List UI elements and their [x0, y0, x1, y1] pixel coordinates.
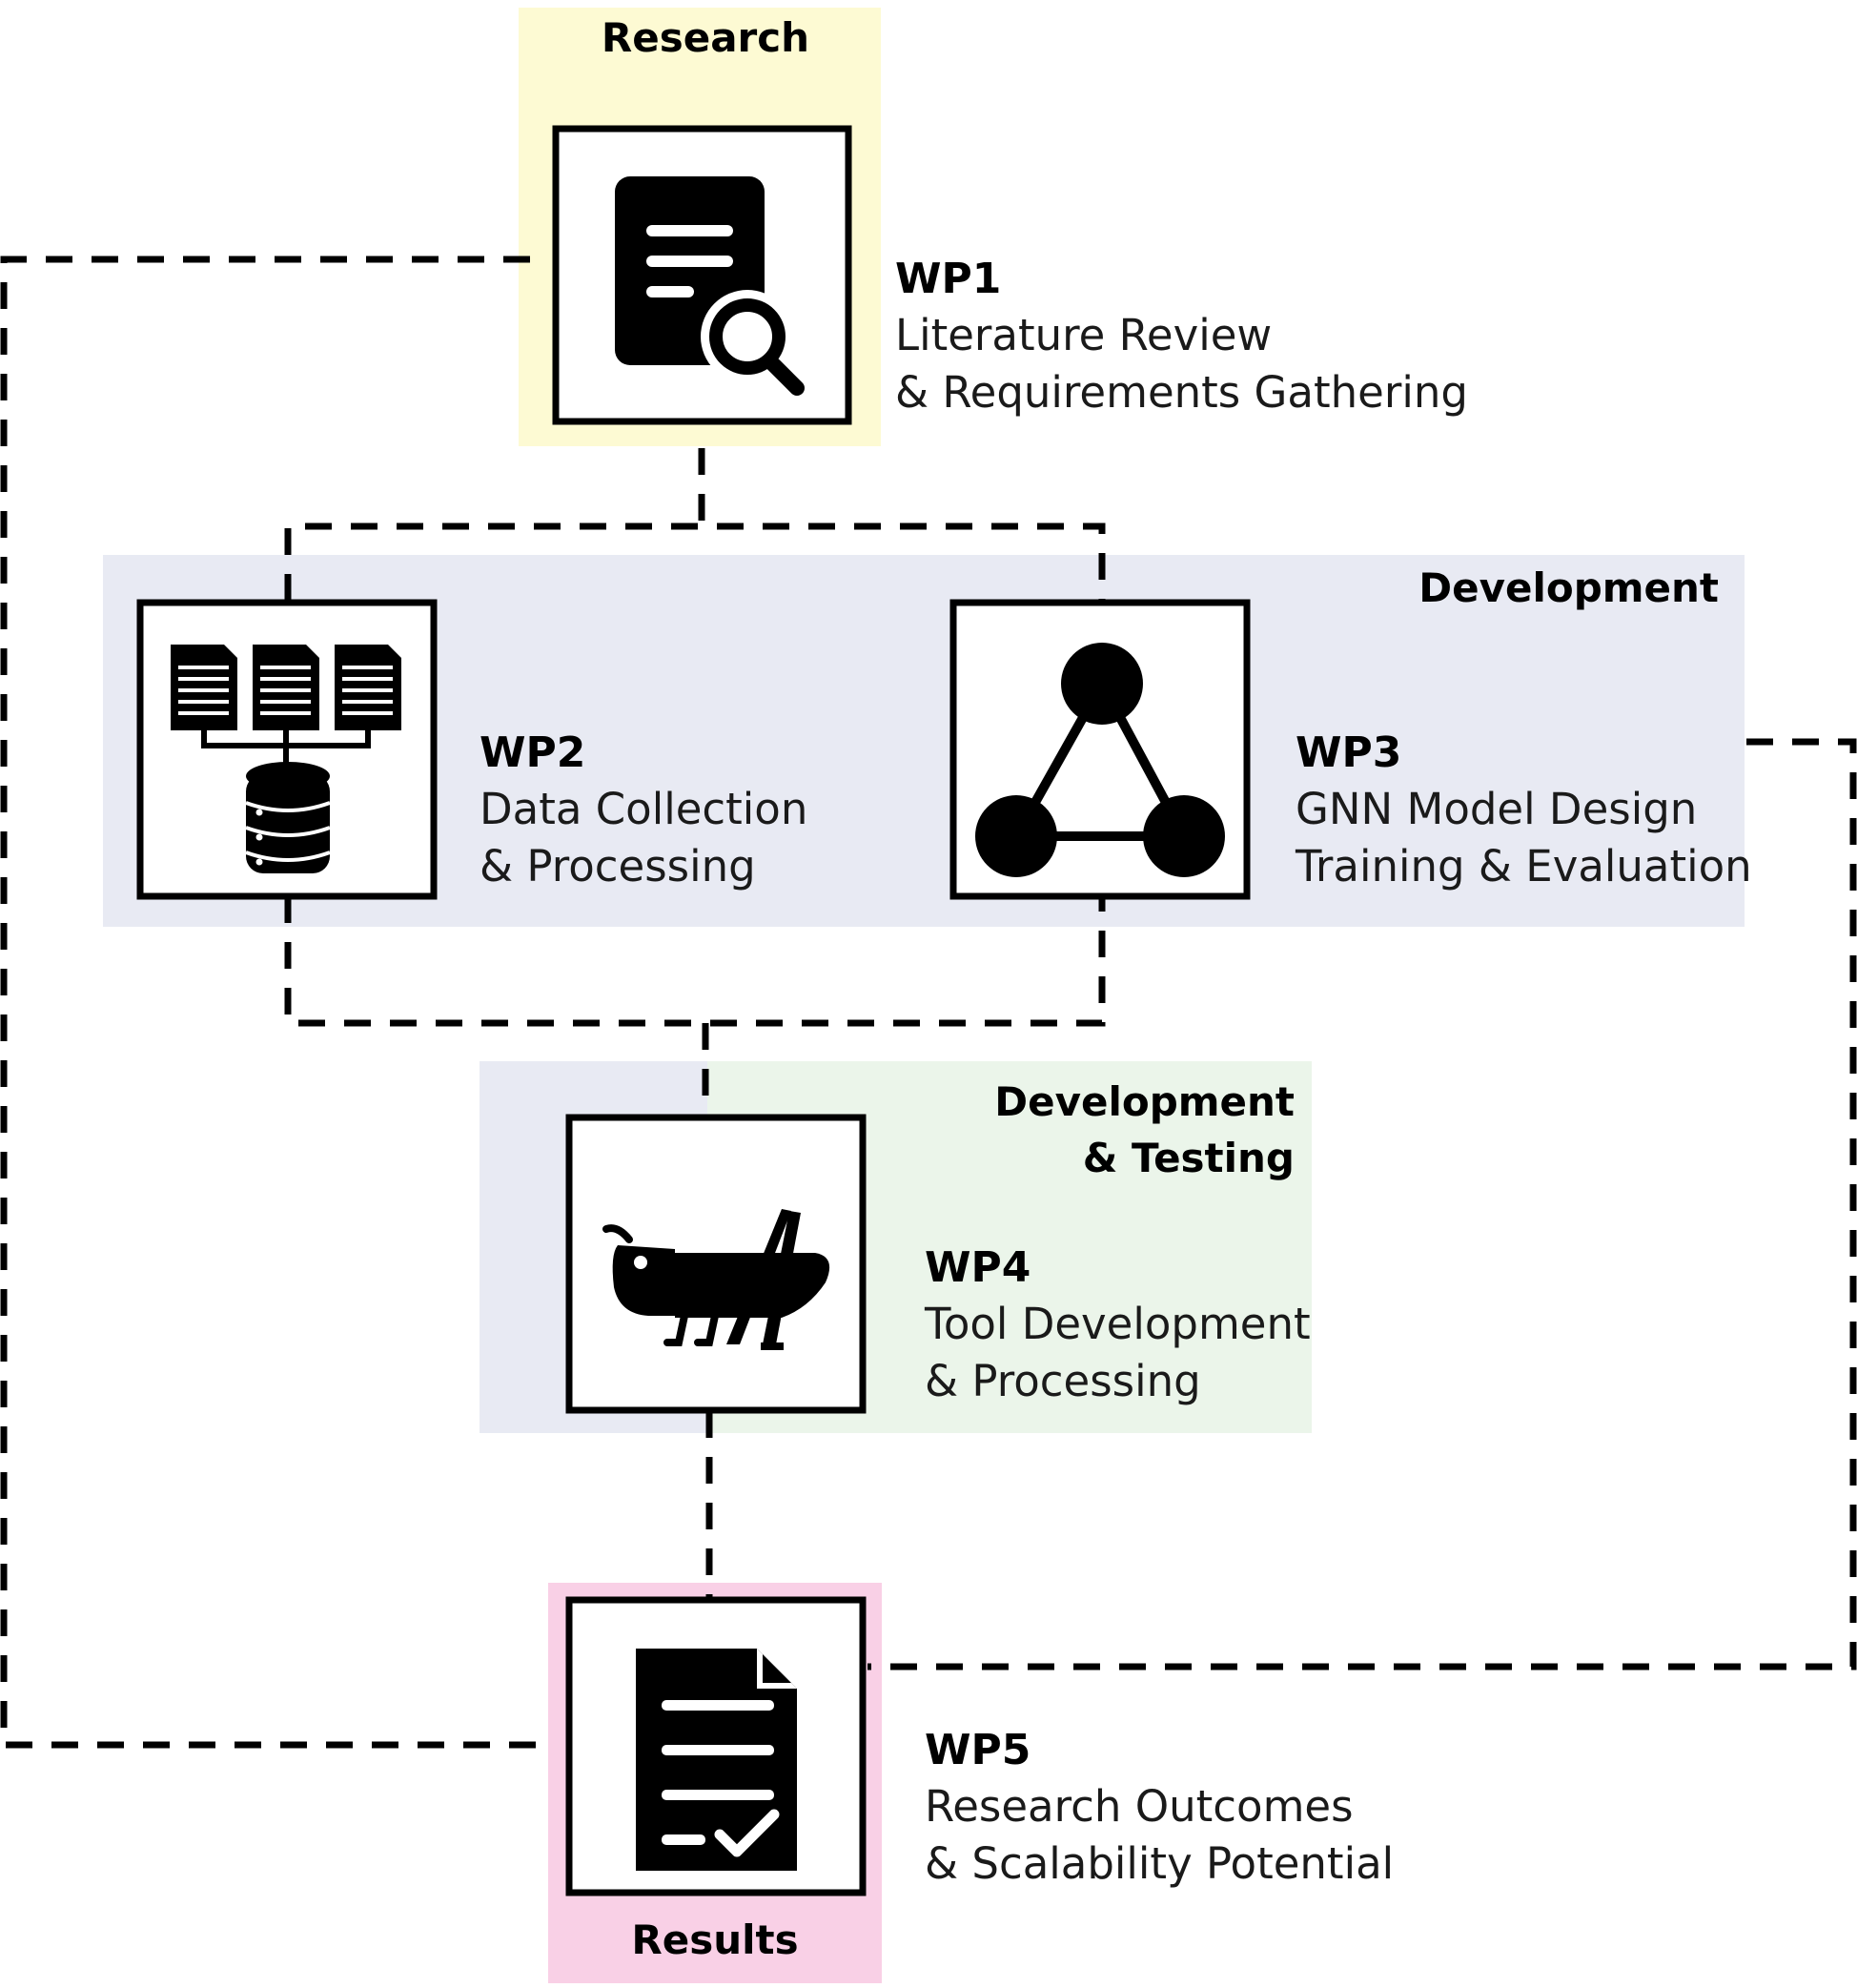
wp3-description-line2: Training & Evaluation: [1295, 841, 1752, 892]
wp5-description-line2: & Scalability Potential: [925, 1838, 1394, 1889]
wp3-description-line1: GNN Model Design: [1296, 784, 1697, 834]
wp5-id: WP5: [925, 1726, 1031, 1774]
wp1-node: WP1 Literature Review & Requirements Gat…: [552, 125, 1468, 425]
wp2-description-line1: Data Collection: [480, 784, 807, 834]
wp1-id: WP1: [895, 255, 1001, 303]
wp4-description-line2: & Processing: [925, 1356, 1201, 1406]
wp4-description-line1: Tool Development: [924, 1299, 1311, 1349]
wp3-id: WP3: [1296, 728, 1401, 777]
connector-wp1-wp5-left-loop: [0, 256, 541, 1749]
wp3-node: WP3 GNN Model Design Training & Evaluati…: [949, 599, 1752, 900]
dev-testing-phase-title-line1: Development: [994, 1078, 1295, 1125]
wp5-description-line1: Research Outcomes: [925, 1781, 1354, 1832]
grasshopper-icon: [602, 1209, 830, 1350]
document-search-icon: [615, 176, 805, 396]
connector-wp3-wp5-right-loop: [867, 738, 1857, 1670]
wp2-node: WP2 Data Collection & Processing: [136, 599, 807, 900]
wp1-description-line2: & Requirements Gathering: [895, 367, 1468, 418]
wp4-node: WP4 Tool Development & Processing: [565, 1114, 1311, 1414]
development-phase-title: Development: [1418, 564, 1719, 611]
connector-split-development: [284, 523, 1106, 601]
wp4-id: WP4: [925, 1243, 1031, 1292]
graph-triangle-icon: [975, 643, 1225, 877]
document-checklist-icon: [636, 1649, 797, 1871]
wp1-description-line1: Literature Review: [895, 310, 1272, 360]
wp5-node: WP5 Research Outcomes & Scalability Pote…: [565, 1596, 1394, 1896]
connectors: [0, 256, 1857, 1749]
documents-database-icon: [171, 645, 401, 873]
results-phase-title: Results: [631, 1916, 798, 1963]
wp2-description-line2: & Processing: [480, 841, 756, 892]
dev-testing-phase-title-line2: & Testing: [1083, 1135, 1295, 1181]
research-phase-title: Research: [602, 14, 809, 61]
connector-join-development: [284, 896, 1106, 1027]
wp2-id: WP2: [480, 728, 585, 777]
